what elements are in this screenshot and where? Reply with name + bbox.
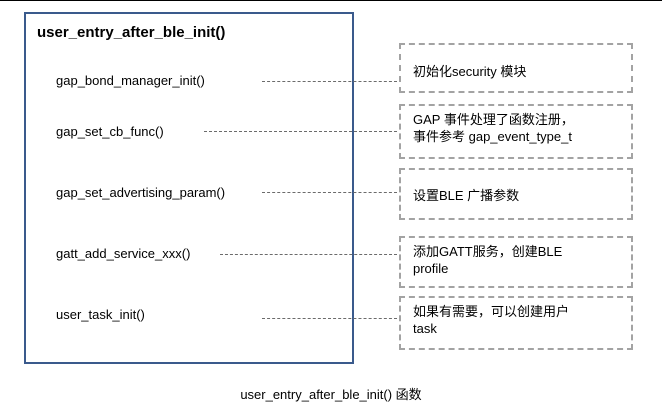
connector-4	[220, 254, 397, 255]
note-advertising-param: 设置BLE 广播参数	[399, 168, 633, 220]
func-gatt-add-service-xxx: gatt_add_service_xxx()	[56, 246, 191, 261]
func-user-task-init: user_task_init()	[56, 307, 145, 322]
func-gap-set-advertising-param: gap_set_advertising_param()	[56, 185, 226, 200]
note-line: task	[413, 321, 437, 336]
note-user-task: 如果有需要，可以创建用户 task	[399, 296, 633, 350]
note-gap-callback: GAP 事件处理了函数注册， 事件参考 gap_event_type_t	[399, 104, 633, 159]
connector-5	[262, 318, 397, 319]
func-gap-set-cb-func: gap_set_cb_func()	[56, 124, 164, 139]
note-line: 如果有需要，可以创建用户	[413, 304, 570, 319]
connector-1	[262, 81, 397, 82]
note-line: 初始化security 模块	[413, 64, 527, 79]
note-line: profile	[413, 261, 449, 276]
function-box-title: user_entry_after_ble_init()	[37, 24, 226, 41]
note-line: 设置BLE 广播参数	[413, 188, 520, 203]
figure-caption: user_entry_after_ble_init() 函数	[240, 387, 422, 402]
note-line: 事件参考 gap_event_type_t	[413, 129, 572, 144]
connector-3	[262, 192, 397, 193]
func-gap-bond-manager-init: gap_bond_manager_init()	[56, 73, 205, 88]
top-rule	[0, 0, 662, 1]
note-line: 添加GATT服务，创建BLE	[413, 244, 563, 259]
note-security-init: 初始化security 模块	[399, 43, 633, 93]
connector-2	[204, 131, 397, 132]
note-line: GAP 事件处理了函数注册，	[413, 112, 574, 127]
function-box: user_entry_after_ble_init()	[24, 12, 354, 364]
note-gatt-service: 添加GATT服务，创建BLE profile	[399, 236, 633, 288]
